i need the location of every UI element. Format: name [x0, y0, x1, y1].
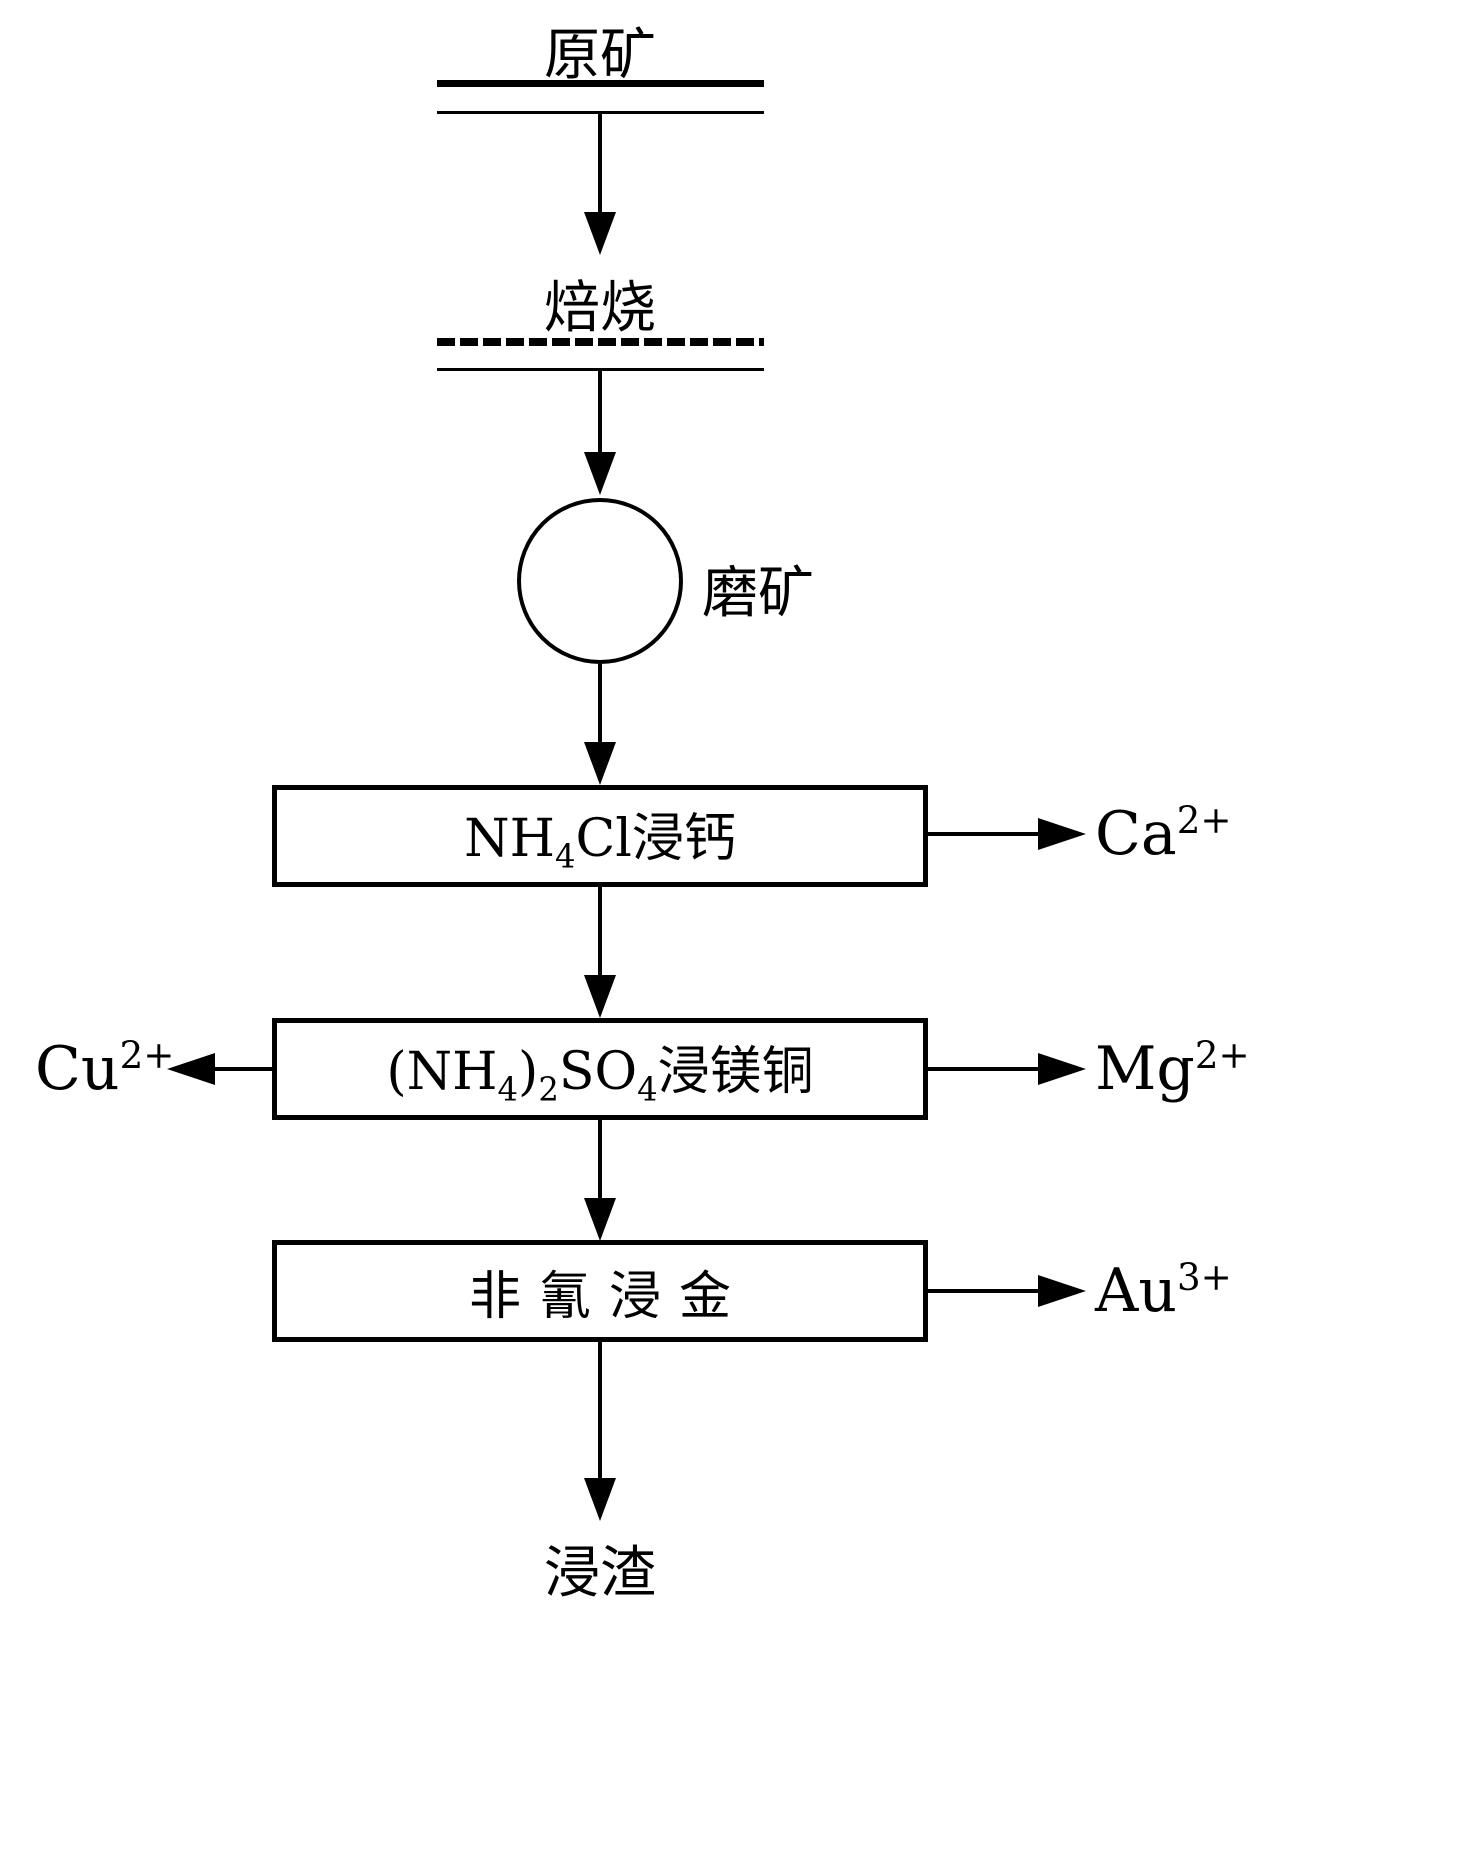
connector-leach-calcium-to-leach-mg-cu [598, 887, 602, 975]
mg-ion-label: Mg2+ [1095, 1033, 1250, 1104]
grinding-circle [517, 498, 683, 664]
arrowhead-right-icon [1038, 818, 1086, 850]
arrowhead-down-icon [584, 1198, 616, 1241]
leach-gold-label: 非氰浸金 [468, 1266, 749, 1327]
separator-1-thin-line [437, 111, 764, 114]
separator-1-thick-line [437, 80, 764, 87]
residue-label: 浸渣 [544, 1541, 656, 1606]
arrowhead-down-icon [584, 452, 616, 495]
arrowhead-down-icon [584, 212, 616, 255]
au-ion-label: Au3+ [1095, 1255, 1232, 1326]
roasting-label: 焙烧 [544, 276, 656, 341]
raw-ore-label: 原矿 [544, 23, 656, 88]
separator-2-thin-line [437, 368, 764, 371]
leach-calcium-box: NH4Cl浸钙 [272, 785, 928, 887]
connector-leach-mg-cu-to-cu [215, 1067, 272, 1071]
connector-roasting-to-grinding [598, 371, 602, 452]
connector-raw-ore-to-roasting [598, 114, 602, 212]
arrowhead-right-icon [1038, 1275, 1086, 1307]
connector-grinding-to-leach-calcium [598, 664, 602, 742]
connector-leach-gold-to-residue [598, 1342, 602, 1478]
leach-mg-cu-label: (NH4)2SO4浸镁铜 [386, 1042, 814, 1109]
leach-mg-cu-box: (NH4)2SO4浸镁铜 [272, 1018, 928, 1120]
cu-ion-label: Cu2+ [35, 1033, 175, 1104]
connector-leach-mg-cu-to-mg [928, 1067, 1038, 1071]
arrowhead-down-icon [584, 975, 616, 1018]
arrowhead-down-icon [584, 742, 616, 785]
leach-gold-box: 非氰浸金 [272, 1240, 928, 1342]
ca-ion-label: Ca2+ [1095, 798, 1232, 869]
arrowhead-left-icon [167, 1053, 215, 1085]
connector-leach-mg-cu-to-leach-gold [598, 1120, 602, 1198]
grinding-label: 磨矿 [702, 561, 814, 626]
separator-2-hatched-line [437, 338, 764, 346]
connector-leach-calcium-to-ca [928, 832, 1038, 836]
arrowhead-down-icon [584, 1478, 616, 1521]
leach-calcium-label: NH4Cl浸钙 [464, 809, 736, 876]
arrowhead-right-icon [1038, 1053, 1086, 1085]
connector-leach-gold-to-au [928, 1289, 1038, 1293]
